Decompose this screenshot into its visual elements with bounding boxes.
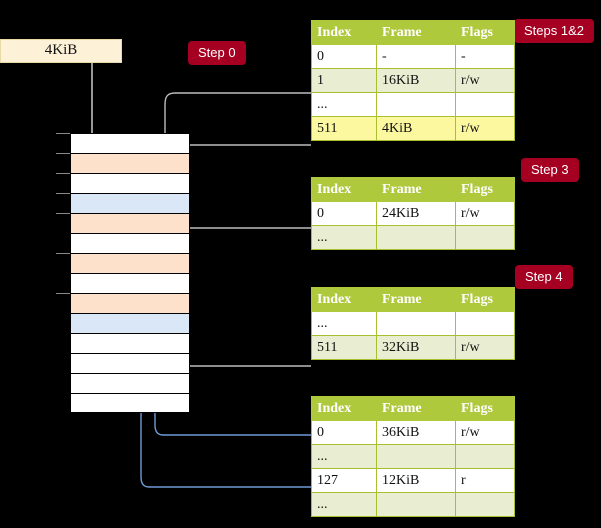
cell-frame: -: [376, 44, 456, 69]
cell-frame: 16KiB: [376, 68, 456, 93]
memory-row: [70, 213, 190, 233]
column-header-flags: Flags: [455, 287, 515, 312]
cell-flags: r/w: [455, 116, 515, 141]
badge-step-0: Step 0: [188, 41, 246, 65]
badge-step-3: Step 3: [521, 158, 579, 182]
cell-frame: 24KiB: [376, 201, 456, 226]
cell-flags: [455, 444, 515, 469]
badge-step-4: Step 4: [515, 265, 573, 289]
memory-tick: [56, 173, 70, 174]
cell-frame: 36KiB: [376, 420, 456, 445]
cell-flags: r/w: [455, 68, 515, 93]
connector-step4: [166, 312, 311, 367]
badge-steps-1-2: Steps 1&2: [514, 19, 594, 43]
column-header-index: Index: [311, 177, 377, 202]
memory-row: [70, 233, 190, 253]
cell-index: ...: [311, 225, 377, 250]
cell-flags: [455, 311, 515, 336]
cell-index: 0: [311, 201, 377, 226]
memory-row: [70, 173, 190, 193]
cell-frame: [376, 225, 456, 250]
cell-flags: -: [455, 44, 515, 69]
memory-tick: [56, 253, 70, 254]
frame-4kib-label: 4KiB: [44, 42, 78, 58]
cell-index: ...: [311, 444, 377, 469]
cell-flags: [455, 492, 515, 517]
column-header-frame: Frame: [376, 20, 456, 45]
cell-flags: r: [455, 468, 515, 493]
memory-tick: [56, 133, 70, 134]
cell-frame: [376, 311, 456, 336]
cell-frame: [376, 444, 456, 469]
memory-row: [70, 373, 190, 393]
memory-row: [70, 253, 190, 273]
table-row: ...: [311, 225, 515, 250]
memory-row: [70, 273, 190, 293]
memory-tick: [56, 153, 70, 154]
frame-4kib-box: 4KiB: [0, 39, 122, 63]
cell-flags: r/w: [455, 335, 515, 360]
memory-tick: [56, 193, 70, 194]
column-header-frame: Frame: [376, 177, 456, 202]
cell-index: 0: [311, 420, 377, 445]
memory-row: [70, 193, 190, 213]
table-row: ...: [311, 92, 515, 117]
memory-tick: [56, 293, 70, 294]
cell-flags: r/w: [455, 420, 515, 445]
memory-row: [70, 353, 190, 373]
cell-frame: 12KiB: [376, 468, 456, 493]
cell-index: 0: [311, 44, 377, 69]
memory-row: [70, 133, 190, 153]
column-header-flags: Flags: [455, 20, 515, 45]
cell-frame: [376, 92, 456, 117]
cell-frame: 32KiB: [376, 335, 456, 360]
connector-step3: [166, 227, 311, 258]
cell-flags: [455, 225, 515, 250]
cell-index: ...: [311, 311, 377, 336]
memory-row: [70, 313, 190, 333]
column-header-index: Index: [311, 287, 377, 312]
memory-column: [70, 133, 190, 413]
column-header-frame: Frame: [376, 396, 456, 421]
column-header-index: Index: [311, 20, 377, 45]
cell-index: 1: [311, 68, 377, 93]
table-row: ...: [311, 492, 515, 517]
memory-row: [70, 293, 190, 313]
memory-row: [70, 153, 190, 173]
column-header-flags: Flags: [455, 396, 515, 421]
table-row: 0--: [311, 44, 515, 69]
memory-row: [70, 333, 190, 353]
cell-frame: 4KiB: [376, 116, 456, 141]
column-header-index: Index: [311, 396, 377, 421]
cell-flags: r/w: [455, 201, 515, 226]
cell-flags: [455, 92, 515, 117]
memory-row: [70, 393, 190, 413]
table-row: ...: [311, 311, 515, 336]
cell-frame: [376, 492, 456, 517]
cell-index: 511: [311, 335, 377, 360]
cell-index: ...: [311, 492, 377, 517]
column-header-frame: Frame: [376, 287, 456, 312]
column-header-flags: Flags: [455, 177, 515, 202]
memory-tick: [56, 213, 70, 214]
cell-index: 511: [311, 116, 377, 141]
cell-index: ...: [311, 92, 377, 117]
cell-index: 127: [311, 468, 377, 493]
table-row: ...: [311, 444, 515, 469]
